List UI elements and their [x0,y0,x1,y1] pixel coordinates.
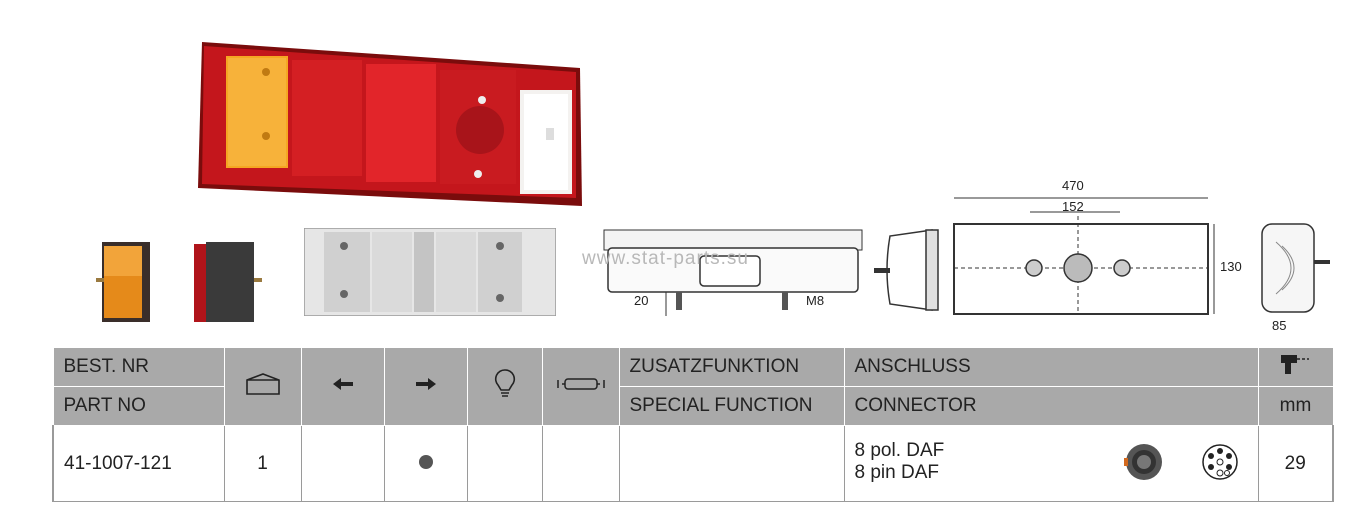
header-part-no: PART NO [52,386,225,426]
arrow-left-icon [300,347,385,426]
header-zusatzfunktion: ZUSATZFUNKTION [618,347,845,387]
side-view-red-photo [194,242,262,322]
cell-mm: 29 [1257,425,1334,502]
table-header-row: BEST. NR ZUSATZFUNKTION ANSCHLUSS [52,347,1334,426]
side-view-amber-photo [96,242,150,322]
front-dimension-drawing [953,197,1215,315]
cell-quantity: 1 [223,425,302,502]
cell-bulb [466,425,543,502]
end-view-drawing [1261,223,1330,313]
cell-right [383,425,468,502]
spec-table: BEST. NR ZUSATZFUNKTION ANSCHLUSS PART N… [52,347,1334,502]
header-connector: CONNECTOR [843,386,1259,426]
bulb-icon [466,347,543,426]
dim-height: 130 [1220,259,1242,274]
header-unit: mm [1257,386,1334,426]
connector-plug-icon [1123,444,1162,480]
cell-part-no: 41-1007-121 [52,425,225,502]
header-anschluss: ANSCHLUSS [843,347,1259,387]
tube-lamp-icon [541,347,620,426]
pin-layout-icon [1201,444,1238,480]
dim-thread: M8 [806,293,825,308]
drill-icon [1257,347,1334,387]
package-icon [223,347,302,426]
included-dot-icon [418,454,433,469]
connector-line-1: 8 pol. DAF [854,440,945,461]
rear-view-drawing [304,228,556,316]
cell-tube [541,425,620,502]
watermark: www.stat-parts.su [582,248,749,269]
connector-line-2: 8 pin DAF [854,462,939,483]
cell-special-function [618,425,845,502]
dim-depth: 85 [1272,318,1287,333]
tail-lamp-photo [198,42,582,206]
table-subheader-row: PART NO SPECIAL FUNCTION CONNECTOR mm [52,386,1334,426]
bottom-view-drawing [603,229,863,316]
cell-connector: 8 pol. DAF 8 pin DAF [843,425,1259,502]
header-best-nr: BEST. NR [52,347,225,387]
dim-hole-spacing: 152 [1062,199,1084,214]
side-profile-drawing [874,229,939,311]
dim-width: 470 [1062,178,1084,193]
table-row: 41-1007-121 1 8 pol. DAF 8 pin DAF [52,425,1334,502]
dim-bolt-offset: 20 [634,293,649,308]
cell-left [300,425,385,502]
header-special-function: SPECIAL FUNCTION [618,386,845,426]
arrow-right-icon [383,347,468,426]
